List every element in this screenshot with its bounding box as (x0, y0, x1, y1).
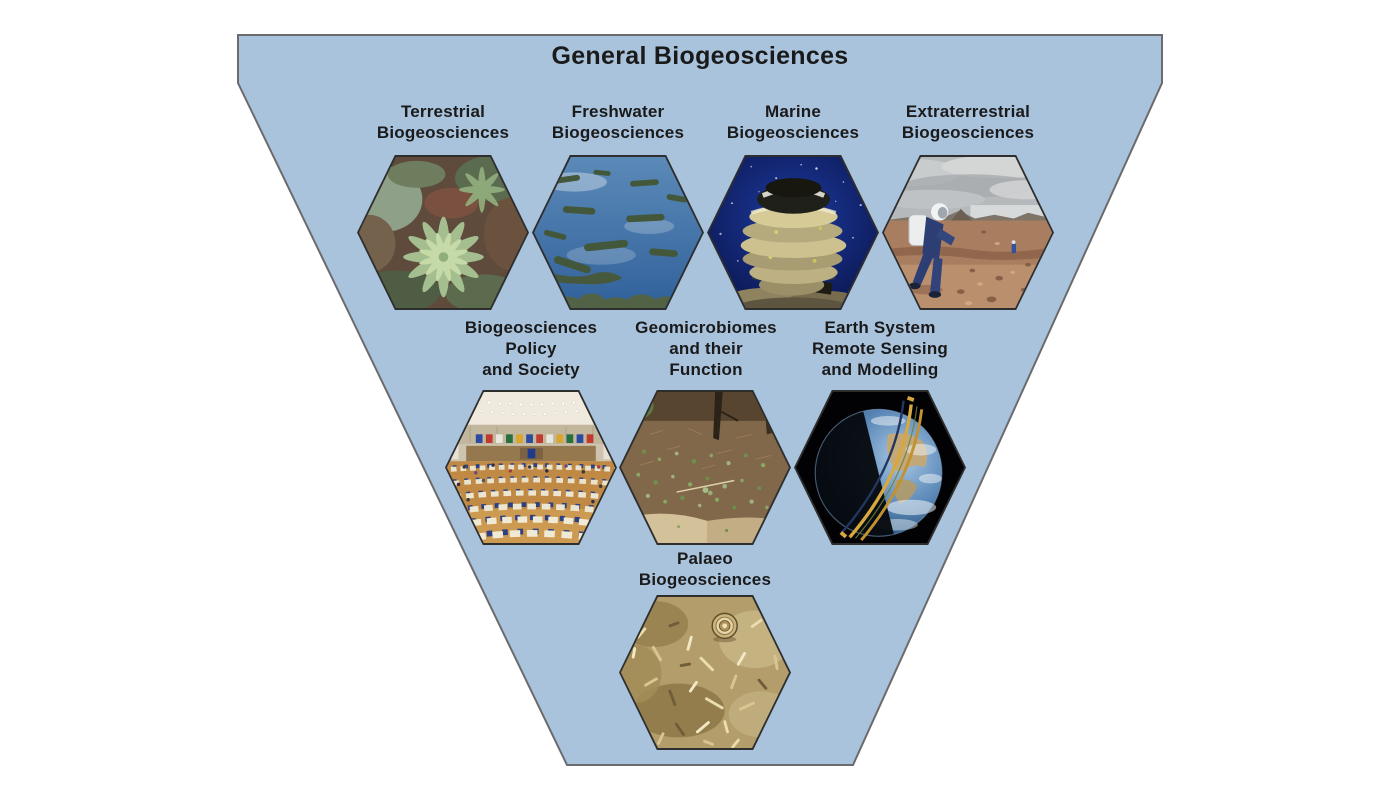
small-fern (458, 166, 505, 213)
terrestrial-tile[interactable] (357, 155, 529, 310)
satellite-swaths (840, 400, 924, 542)
flag-row (475, 434, 594, 443)
tree-trunk (713, 392, 723, 441)
green-seedlings (636, 449, 769, 510)
spiral-fossil (711, 612, 738, 643)
policy-photo (447, 392, 615, 543)
palaeo-tile[interactable] (619, 595, 791, 750)
extraterrestrial-tile[interactable] (882, 155, 1054, 310)
marine-tile[interactable] (707, 155, 879, 310)
remote-sensing-tile[interactable] (794, 390, 966, 545)
remote-sensing-photo (796, 392, 964, 543)
astronaut-figure (908, 203, 956, 298)
geomicrobiomes-photo (621, 392, 789, 543)
terrestrial-photo (359, 157, 527, 308)
geomicrobiomes-tile[interactable] (619, 390, 791, 545)
ceiling-lights (466, 398, 597, 416)
island-strips (543, 169, 688, 274)
people-dots (456, 463, 603, 504)
palaeo-photo (621, 597, 789, 748)
satellite-icon (906, 395, 915, 402)
extraterrestrial-photo (884, 157, 1052, 308)
stromatolite-stack (740, 178, 847, 296)
page-title: General Biogeosciences (551, 42, 849, 70)
freshwater-photo (534, 157, 702, 308)
marine-photo (709, 157, 877, 308)
